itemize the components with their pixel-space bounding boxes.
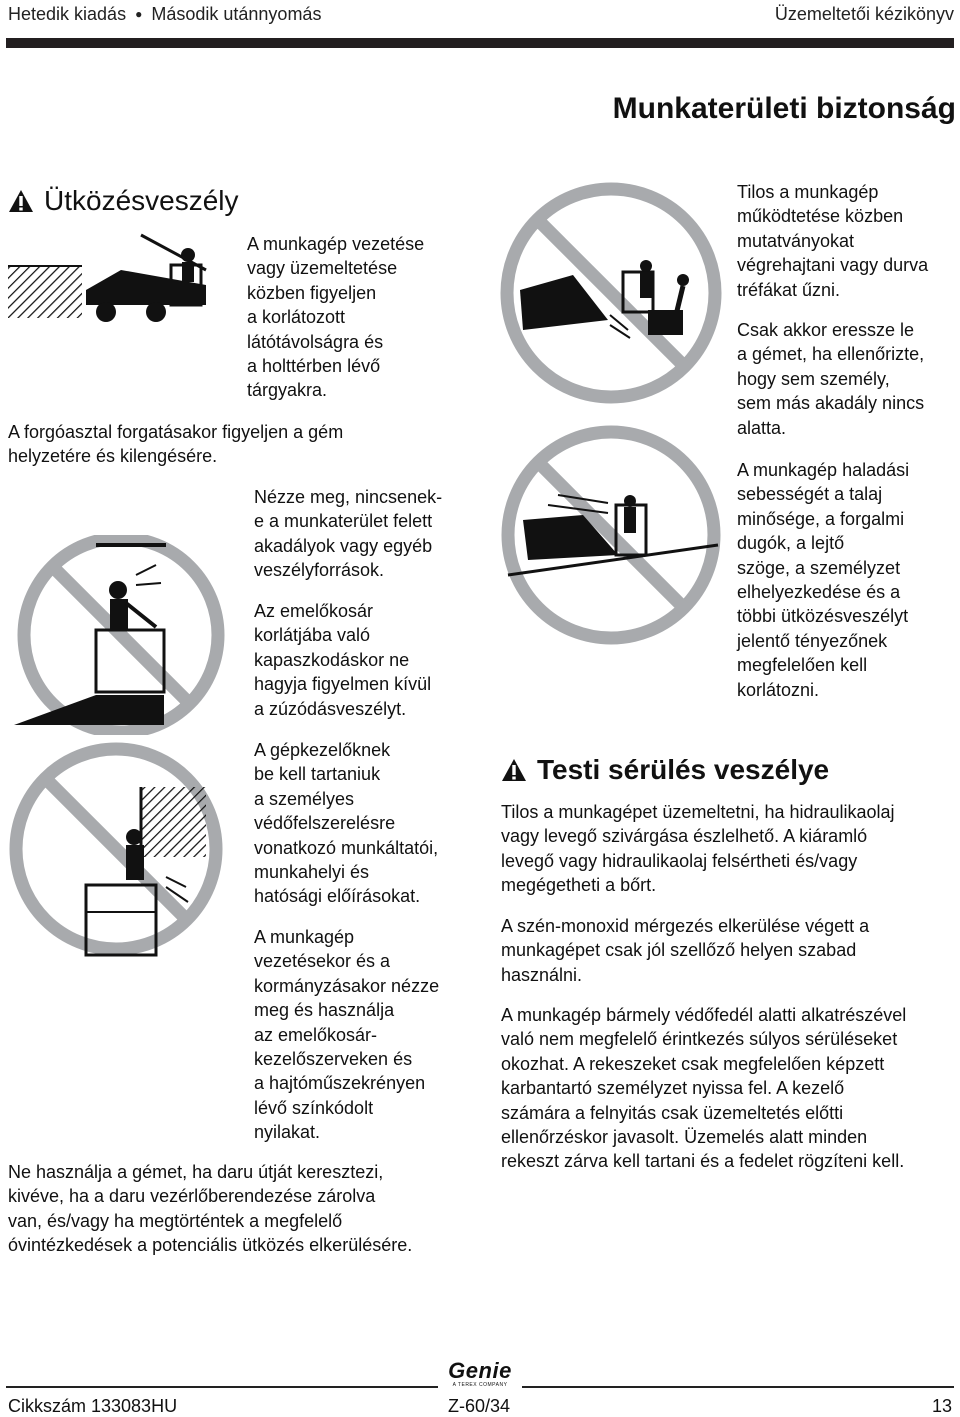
warning-icon [9, 190, 33, 212]
horseplay-prohibited-illustration [500, 182, 722, 404]
crush-hazard-prohibited-illustration [9, 742, 223, 957]
collision-stunts-text: Tilos a munkagép működtetése közben muta… [737, 182, 929, 300]
footer-rule-left [6, 1386, 438, 1388]
model-number: Z-60/34 [448, 1396, 511, 1416]
section-title: Munkaterületi biztonság [612, 92, 956, 125]
header-rule [6, 38, 954, 48]
boom-near-wall-illustration [8, 233, 207, 322]
speeding-prohibited-illustration [501, 425, 721, 645]
running-header-right: Üzemeltetői kézikönyv [774, 4, 954, 24]
injury-heading: Testi sérülés veszélye [501, 754, 829, 786]
collision-heading: Ütközésveszély [8, 185, 239, 217]
injury-covers-text: A munkagép bármely védőfedél alatti alka… [501, 1005, 907, 1172]
collision-crane-text: Ne használja a gémet, ha daru útját kere… [8, 1162, 413, 1256]
collision-arrows-text: A munkagép vezetésekor és a kormányzásak… [254, 927, 440, 1143]
collision-crush-text: Az emelőkosár korlátjába való kapaszkodá… [254, 601, 432, 719]
footer-rule-right [522, 1386, 954, 1388]
part-number: Cikkszám 133083HU [8, 1396, 178, 1416]
collision-ppe-text: A gépkezelőknek be kell tartaniuk a szem… [254, 740, 439, 907]
collision-speed-text: A munkagép haladási sebességét a talaj m… [737, 460, 910, 700]
collision-lower-boom-text: Csak akkor eressze le a gémet, ha ellenő… [737, 320, 925, 438]
warning-icon [502, 759, 526, 781]
bullet-separator: ● [135, 7, 143, 21]
collision-turntable-text: A forgóasztal forgatásakor figyeljen a g… [8, 422, 344, 467]
genie-logo: Genie A TEREX COMPANY [448, 1358, 512, 1389]
injury-co-text: A szén-monoxid mérgezés elkerülése véget… [501, 916, 870, 985]
collision-visibility-text: A munkagép vezetése vagy üzemeltetése kö… [247, 234, 425, 401]
overhead-hazard-prohibited-illustration [14, 535, 225, 735]
running-header-left: Hetedik kiadás ● Második utánnyomás [8, 4, 322, 24]
collision-overhead-text: Nézze meg, nincsenek- e a munkaterület f… [254, 487, 443, 581]
injury-leak-text: Tilos a munkagépet üzemeltetni, ha hidra… [501, 802, 895, 896]
page-number: 13 [931, 1396, 952, 1416]
